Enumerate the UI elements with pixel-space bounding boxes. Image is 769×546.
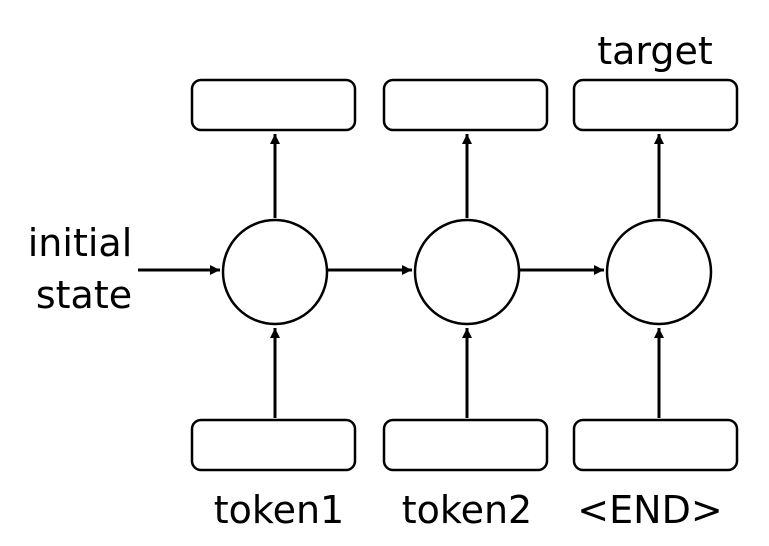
initial-state-label-line1: initial bbox=[28, 221, 133, 265]
rnn-cell-3 bbox=[605, 218, 713, 326]
input-box-1 bbox=[190, 418, 357, 472]
input-box-2 bbox=[382, 418, 549, 472]
rnn-cell-2 bbox=[413, 218, 521, 326]
output-box-1 bbox=[190, 78, 357, 132]
token2-label: token2 bbox=[402, 488, 532, 532]
initial-state-label-line2: state bbox=[36, 273, 132, 317]
output-box-2 bbox=[382, 78, 549, 132]
output-box-3 bbox=[572, 78, 739, 132]
input-box-3 bbox=[572, 418, 739, 472]
target-label: target bbox=[597, 29, 713, 73]
end-token-label: <END> bbox=[577, 488, 722, 532]
token1-label: token1 bbox=[214, 488, 344, 532]
rnn-cell-1 bbox=[221, 218, 329, 326]
